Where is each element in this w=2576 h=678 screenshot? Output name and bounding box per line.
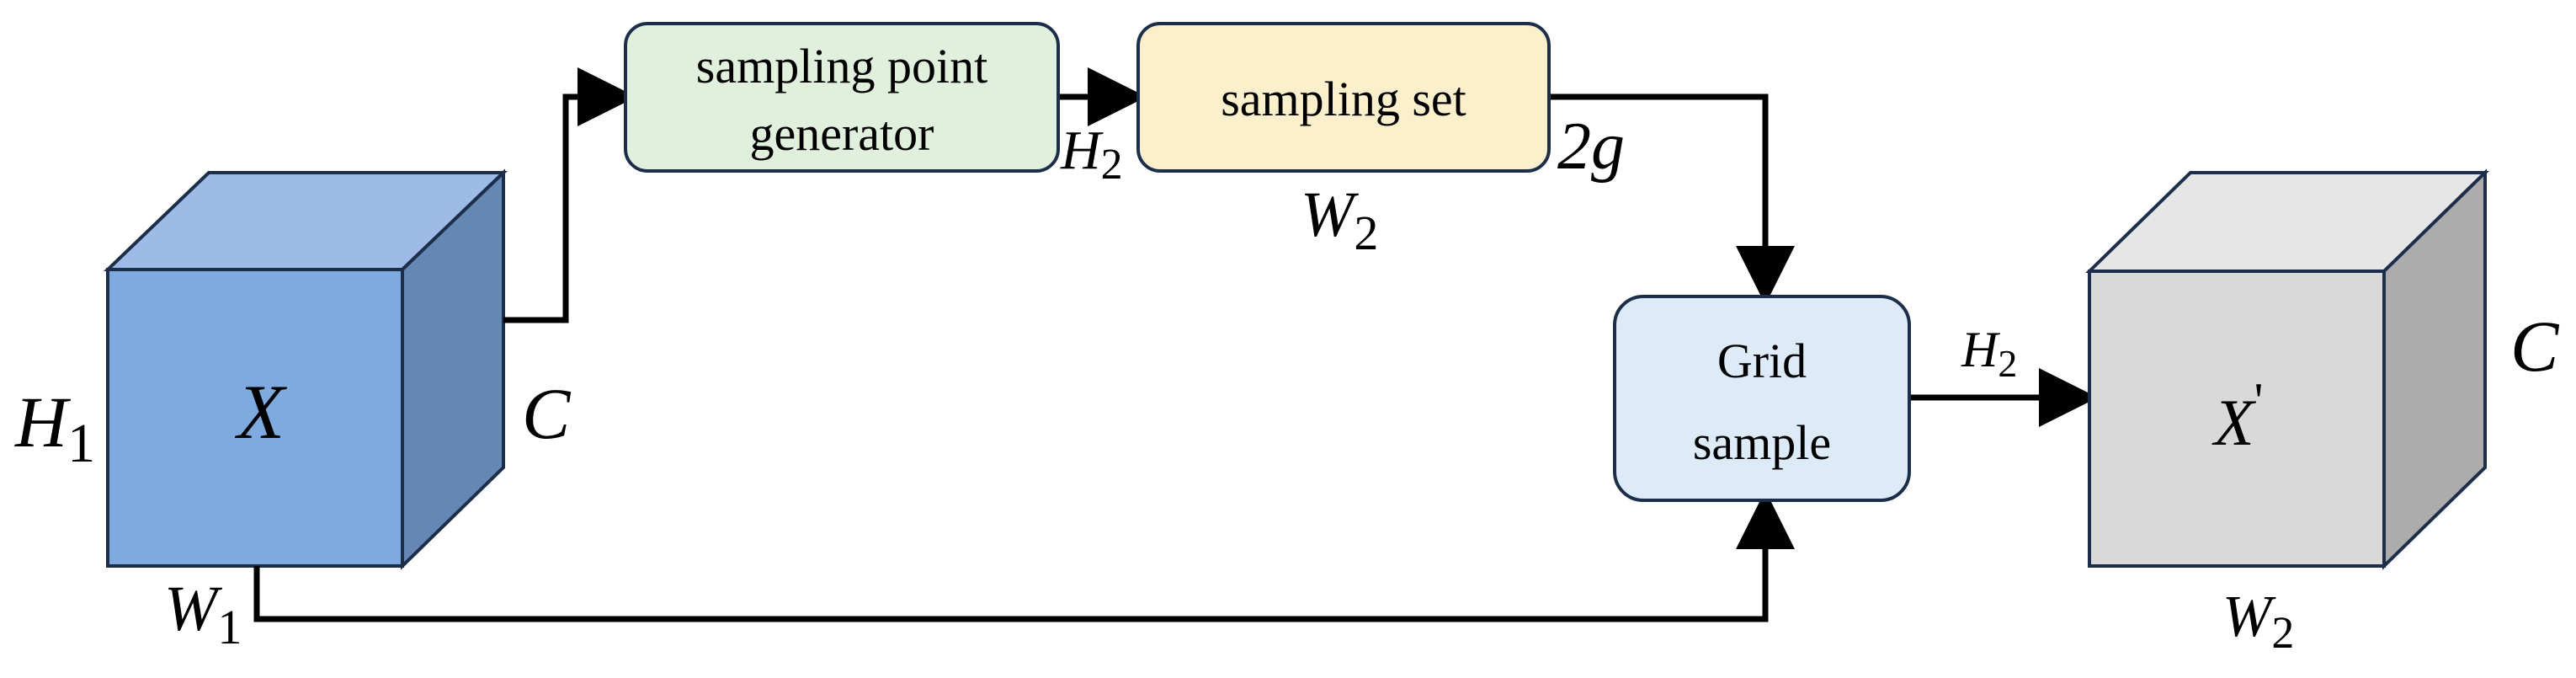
input-width-label: W1 (164, 574, 242, 654)
output-cube-front-face (2088, 270, 2386, 568)
generator-label-line1: sampling point (696, 39, 987, 93)
grid-sample-box (1613, 295, 1911, 502)
sampling-set-box (1136, 22, 1551, 173)
output-width-label: W2 (2222, 585, 2294, 658)
arrow-input-to-generator (503, 67, 636, 323)
output-channel-label: C (2510, 306, 2560, 387)
input-tensor-symbol: X (234, 369, 288, 455)
generator-label-line2: generator (750, 106, 934, 161)
output-tensor-cube (2085, 168, 2489, 570)
arrow-sampling-set-to-grid-sample (1549, 93, 1795, 305)
sampling-set-label: sampling set (1221, 72, 1466, 126)
input-cube-front-face (106, 268, 404, 568)
input-height-label: H1 (14, 382, 95, 474)
sampling-set-width-label: W2 (1301, 179, 1378, 260)
grid-sample-label-line1: Grid (1717, 334, 1807, 388)
input-tensor-cube (104, 168, 508, 570)
sampling-set-height-label: H2 (1060, 120, 1123, 189)
input-channel-label: C (522, 373, 572, 454)
grid-sample-label-line2: sample (1693, 415, 1831, 470)
sampling-point-generator-box (624, 22, 1060, 173)
sampling-set-depth-label: 2g (1557, 109, 1625, 184)
output-tensor-symbol: X' (2211, 373, 2263, 459)
arrow-input-to-grid-sample (253, 490, 1795, 622)
grid-output-height-label: H2 (1961, 322, 2017, 385)
